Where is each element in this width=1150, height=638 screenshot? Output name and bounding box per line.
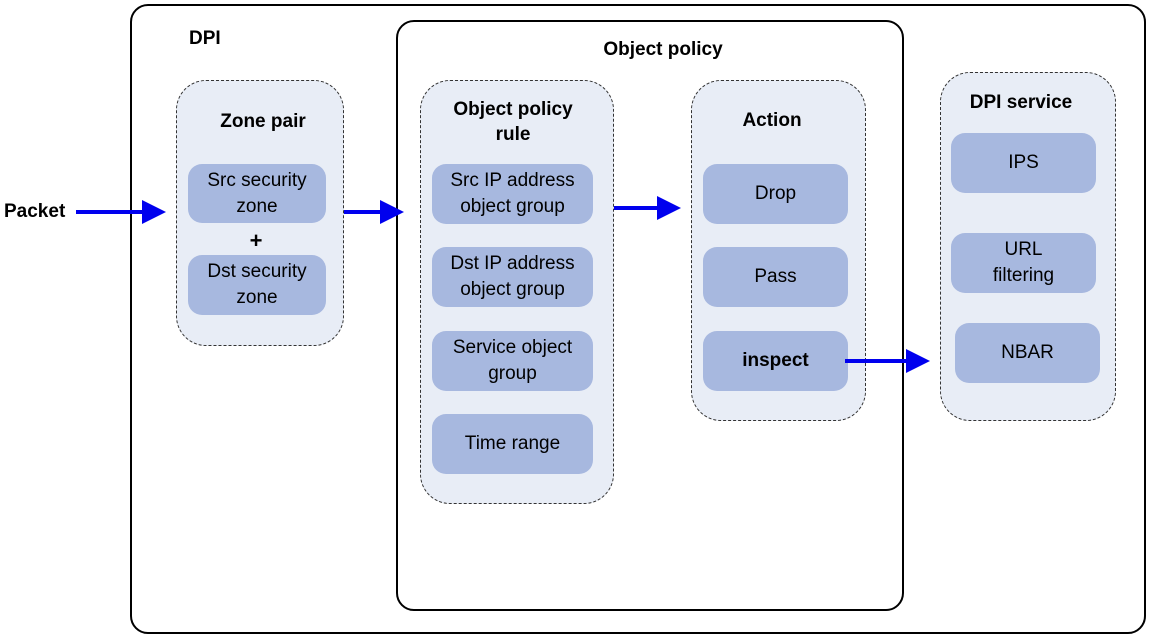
ips-node: IPS (951, 133, 1096, 193)
zone-pair-title: Zone pair (220, 111, 306, 132)
object-policy-title: Object policy (603, 39, 723, 60)
src-ip-address-object-group-node: Src IP address object group (432, 164, 593, 224)
dpi-title: DPI (189, 28, 221, 49)
url-filtering-node: URL filtering (951, 233, 1096, 293)
drop-node: Drop (703, 164, 848, 224)
plus-sign: + (249, 228, 263, 253)
inspect-node: inspect (703, 331, 848, 391)
nbar-node: NBAR (955, 323, 1100, 383)
src-security-zone-node: Src security zone (188, 164, 326, 223)
service-object-group-node: Service object group (432, 331, 593, 391)
packet-label: Packet (4, 201, 66, 222)
time-range-node: Time range (432, 414, 593, 474)
dst-security-zone-node: Dst security zone (188, 255, 326, 315)
dst-ip-address-object-group-node: Dst IP address object group (432, 247, 593, 307)
object-policy-rule-title: Object policy rule (453, 99, 573, 145)
pass-node: Pass (703, 247, 848, 307)
dpi-service-title: DPI service (969, 92, 1073, 113)
action-title: Action (742, 110, 802, 131)
